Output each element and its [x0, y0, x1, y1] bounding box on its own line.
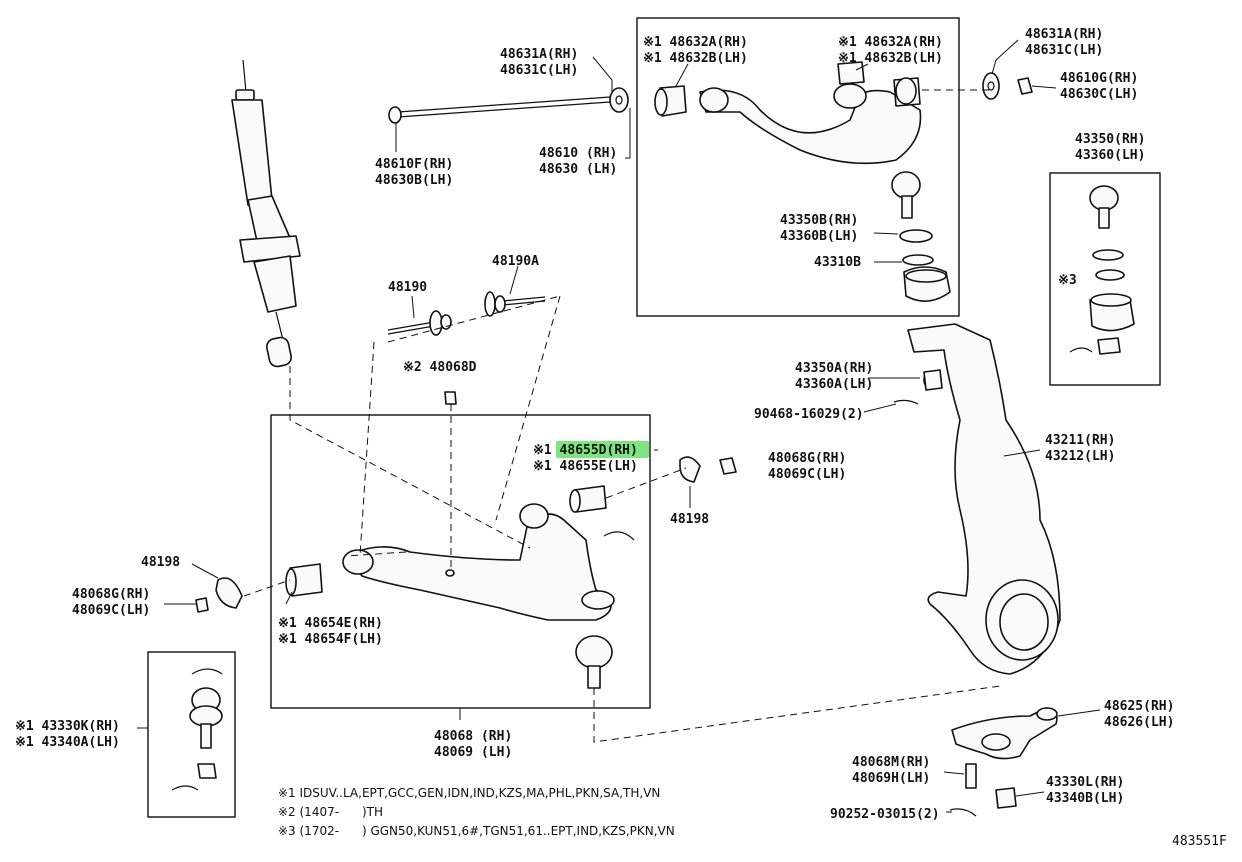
highlight-48655D	[556, 441, 649, 458]
upper-control-arm[interactable]	[654, 61, 1033, 165]
label-43212[interactable]: 43212(LH)	[1045, 449, 1115, 464]
camber-bolt-48190[interactable]	[387, 310, 452, 336]
label-43330K[interactable]: ※1 43330K(RH)	[15, 719, 120, 734]
washer-cam-48198-right[interactable]	[679, 456, 737, 483]
label-48630[interactable]: 48630 (LH)	[539, 162, 617, 177]
reference-lines	[243, 89, 1001, 743]
label-43340B[interactable]: 43340B(LH)	[1046, 791, 1124, 806]
upper-arm-group-box	[636, 17, 960, 317]
label-48068D[interactable]: ※2 48068D	[403, 360, 477, 375]
label-48610F[interactable]: 48610F(RH)	[375, 157, 453, 172]
label-43211[interactable]: 43211(RH)	[1045, 433, 1115, 448]
label-48632B-left[interactable]: ※1 48632B(LH)	[643, 51, 748, 66]
label-43310B[interactable]: 43310B	[814, 255, 861, 270]
label-48069C-left[interactable]: 48069C(LH)	[72, 603, 150, 618]
label-48068M[interactable]: 48068M(RH)	[852, 755, 930, 770]
lower-control-arm[interactable]	[285, 485, 635, 621]
label-48654F[interactable]: ※1 48654F(LH)	[278, 632, 383, 647]
label-48632A-right[interactable]: ※1 48632A(RH)	[838, 35, 943, 50]
steering-arm[interactable]	[949, 707, 1058, 817]
label-48631A-right[interactable]: 48631A(RH)	[1025, 27, 1103, 42]
leader-lines	[137, 39, 1101, 813]
label-note3: ※3	[1058, 273, 1077, 288]
label-48610[interactable]: 48610 (RH)	[539, 146, 617, 161]
bolt-48068D[interactable]	[444, 391, 457, 405]
label-43350B[interactable]: 43350B(RH)	[780, 213, 858, 228]
adjusting-bolt-long[interactable]	[388, 87, 629, 124]
label-48631C-right[interactable]: 48631C(LH)	[1025, 43, 1103, 58]
label-43350[interactable]: 43350(RH)	[1075, 132, 1145, 147]
label-48068[interactable]: 48068 (RH)	[434, 729, 512, 744]
footnote-3: ※3 (1702- ) GGN50,KUN51,6#,TGN51,61..EPT…	[278, 824, 675, 838]
label-48655D[interactable]: ※1 48655D(RH)	[533, 443, 638, 458]
label-48610G[interactable]: 48610G(RH)	[1060, 71, 1138, 86]
ball-joint-kit-right-parts[interactable]	[1069, 185, 1135, 355]
label-43330L[interactable]: 43330L(RH)	[1046, 775, 1124, 790]
ball-joint-kit-box-left	[147, 651, 236, 818]
label-48069H[interactable]: 48069H(LH)	[852, 771, 930, 786]
label-90468[interactable]: 90468-16029(2)	[754, 407, 864, 422]
footnote-2: ※2 (1407- )TH	[278, 805, 383, 819]
lower-ball-joint[interactable]	[575, 635, 613, 689]
shock-absorber[interactable]	[231, 59, 301, 368]
label-48631A-left[interactable]: 48631A(RH)	[500, 47, 578, 62]
label-48069[interactable]: 48069 (LH)	[434, 745, 512, 760]
label-48198-right[interactable]: 48198	[670, 512, 709, 527]
label-48190A[interactable]: 48190A	[492, 254, 539, 269]
ball-joint-kit-left-parts[interactable]	[171, 668, 223, 791]
label-48190[interactable]: 48190	[388, 280, 427, 295]
label-43340A[interactable]: ※1 43340A(LH)	[15, 735, 120, 750]
label-48069C-right[interactable]: 48069C(LH)	[768, 467, 846, 482]
ball-joint-kit-box-right	[1049, 172, 1161, 386]
label-48631C-left[interactable]: 48631C(LH)	[500, 63, 578, 78]
label-48630B[interactable]: 48630B(LH)	[375, 173, 453, 188]
label-48654E[interactable]: ※1 48654E(RH)	[278, 616, 383, 631]
label-48632B-right[interactable]: ※1 48632B(LH)	[838, 51, 943, 66]
label-90252[interactable]: 90252-03015(2)	[830, 807, 940, 822]
label-48198-left[interactable]: 48198	[141, 555, 180, 570]
label-48626[interactable]: 48626(LH)	[1104, 715, 1174, 730]
label-48625[interactable]: 48625(RH)	[1104, 699, 1174, 714]
steering-knuckle[interactable]	[893, 323, 1061, 675]
label-48632A-left[interactable]: ※1 48632A(RH)	[643, 35, 748, 50]
label-43350A[interactable]: 43350A(RH)	[795, 361, 873, 376]
label-48655E[interactable]: ※1 48655E(LH)	[533, 459, 638, 474]
label-43360A[interactable]: 43360A(LH)	[795, 377, 873, 392]
footnote-1: ※1 IDSUV..LA,EPT,GCC,GEN,IDN,IND,KZS,MA,…	[278, 786, 660, 800]
diagram-id: 483551F	[1172, 834, 1227, 849]
label-48630C[interactable]: 48630C(LH)	[1060, 87, 1138, 102]
label-43360[interactable]: 43360(LH)	[1075, 148, 1145, 163]
label-48068G-left[interactable]: 48068G(RH)	[72, 587, 150, 602]
label-48068G-right[interactable]: 48068G(RH)	[768, 451, 846, 466]
washer-cam-48198-left[interactable]	[195, 577, 243, 613]
upper-ball-joint[interactable]	[891, 171, 951, 302]
label-43360B[interactable]: 43360B(LH)	[780, 229, 858, 244]
camber-bolt-48190A[interactable]	[484, 291, 546, 317]
